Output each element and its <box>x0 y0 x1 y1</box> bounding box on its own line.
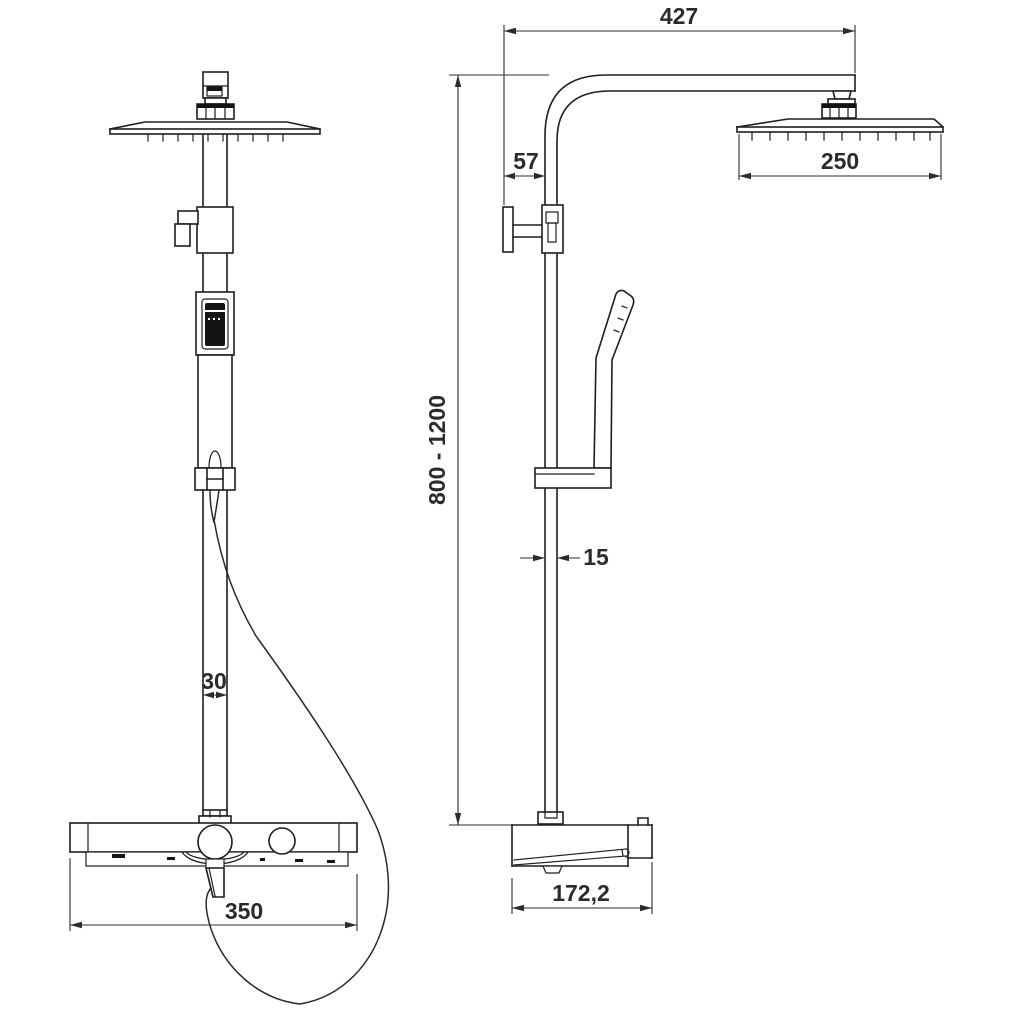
slide-clamp-front <box>194 467 236 491</box>
wall-bracket-side <box>502 204 564 254</box>
hose-connector-tip <box>208 450 222 469</box>
nozzle-row-side <box>751 131 931 141</box>
hand-shower-holder-side <box>534 467 612 489</box>
spout-lip-top <box>513 848 627 861</box>
hand-shower-front <box>195 291 235 469</box>
thermostatic-mixer-side <box>511 817 653 874</box>
knob-collar <box>205 858 225 869</box>
column-adapter-side <box>537 811 564 825</box>
nozzle-row-front <box>147 133 284 142</box>
dim-pipe-depth: 15 <box>520 544 609 570</box>
head-connector-side <box>821 90 857 119</box>
riser-column-side <box>544 252 558 813</box>
dim-head-width: 250 <box>738 134 942 180</box>
dim-pipe-width-label: 30 <box>201 668 227 694</box>
wall-plate <box>502 206 514 253</box>
overhead-arm-side <box>544 74 856 206</box>
mixer-back-notch <box>637 817 649 826</box>
shower-hose <box>205 489 390 1005</box>
dim-arm-reach-label: 427 <box>660 3 698 29</box>
dim-height-range-label: 800 - 1200 <box>424 395 450 505</box>
dim-base-depth-label: 172,2 <box>552 880 610 906</box>
spout-lip-bottom <box>513 855 627 866</box>
column-adapter-front <box>198 809 232 825</box>
front-view: 30 350 <box>69 71 390 1005</box>
dim-pipe-width: 30 <box>201 668 227 699</box>
dim-head-width-label: 250 <box>821 148 859 174</box>
side-view: 427 250 57 800 - 1200 <box>424 3 945 914</box>
hand-shower-side <box>534 289 635 489</box>
dim-height-range: 800 - 1200 <box>424 74 549 826</box>
rain-shower-head-front <box>109 121 321 142</box>
rain-shower-head-side <box>736 118 945 141</box>
dim-pipe-depth-label: 15 <box>583 544 609 570</box>
thermostatic-mixer-front <box>69 822 358 898</box>
diverter-handle-stem <box>177 210 199 225</box>
dim-mixer-width: 350 <box>69 858 358 931</box>
dim-wall-offset-label: 57 <box>513 148 539 174</box>
diverter-handle-lever <box>174 223 191 247</box>
thermostat-knob <box>197 824 233 860</box>
dim-arm-reach: 427 <box>503 3 856 205</box>
dim-base-depth: 172,2 <box>511 862 653 914</box>
mixer-underside-tab <box>542 865 563 874</box>
dim-wall-offset: 57 <box>504 148 545 180</box>
dim-mixer-width-label: 350 <box>225 898 263 924</box>
hand-shower-spray-face <box>205 303 225 346</box>
head-connector-front <box>196 71 235 120</box>
diverter-valve-front <box>174 206 234 254</box>
diverter-knob <box>268 827 296 855</box>
